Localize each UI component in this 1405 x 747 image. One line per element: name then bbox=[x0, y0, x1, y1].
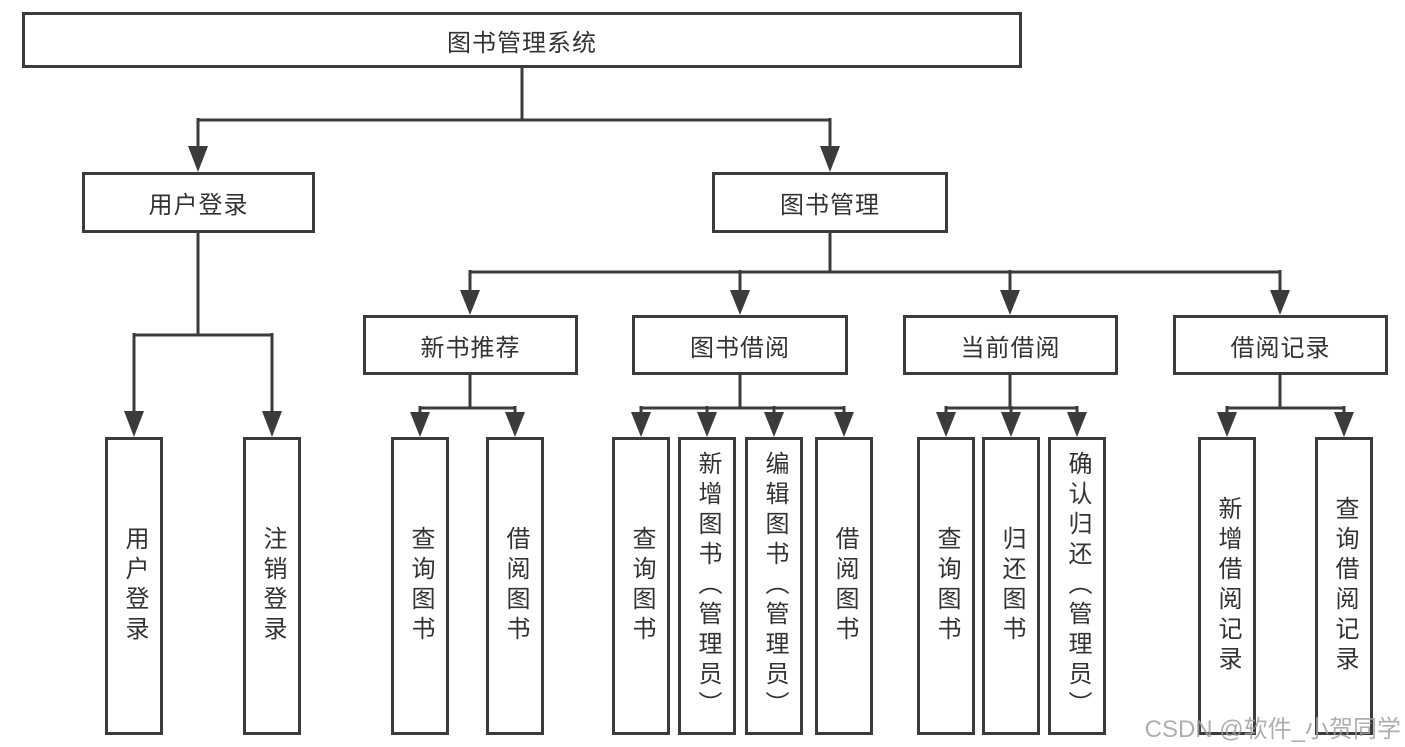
node-root-label: 图书管理系统 bbox=[447, 29, 597, 57]
leaf-query-books-3: 查询图书 bbox=[917, 437, 975, 735]
leaf-borrow-books-2-label: 借阅图书 bbox=[831, 526, 858, 646]
leaf-user-login: 用户登录 bbox=[105, 437, 163, 735]
node-book-mgmt: 图书管理 bbox=[712, 172, 948, 233]
leaf-edit-books-admin: 编辑图书（管理员） bbox=[745, 437, 803, 735]
node-current-borrow: 当前借阅 bbox=[903, 315, 1118, 375]
leaf-borrow-books-2: 借阅图书 bbox=[815, 437, 873, 735]
leaf-return-books-label: 归还图书 bbox=[998, 526, 1025, 646]
arrow-down-icon bbox=[1270, 290, 1290, 315]
leaf-query-books-1: 查询图书 bbox=[391, 437, 449, 735]
leaf-confirm-return-admin: 确认归还（管理员） bbox=[1048, 437, 1106, 735]
arrow-down-icon bbox=[410, 412, 430, 437]
arrow-down-icon bbox=[1334, 412, 1354, 437]
node-root: 图书管理系统 bbox=[22, 12, 1022, 68]
node-borrow-records-label: 借阅记录 bbox=[1230, 334, 1331, 362]
arrow-down-icon bbox=[262, 411, 282, 437]
node-new-book-recommend: 新书推荐 bbox=[363, 315, 578, 375]
arrow-down-icon bbox=[1067, 412, 1087, 437]
arrow-down-icon bbox=[834, 412, 854, 437]
leaf-logout-label: 注销登录 bbox=[259, 526, 286, 646]
node-new-book-recommend-label: 新书推荐 bbox=[420, 334, 521, 362]
leaf-query-books-1-label: 查询图书 bbox=[407, 526, 434, 646]
leaf-user-login-label: 用户登录 bbox=[121, 526, 148, 646]
arrow-down-icon bbox=[1001, 412, 1021, 437]
leaf-return-books: 归还图书 bbox=[982, 437, 1040, 735]
arrow-down-icon bbox=[820, 146, 840, 172]
leaf-borrow-books-1: 借阅图书 bbox=[486, 437, 544, 735]
node-book-borrow-label: 图书借阅 bbox=[690, 334, 790, 362]
arrow-down-icon bbox=[764, 412, 784, 437]
node-borrow-records: 借阅记录 bbox=[1173, 315, 1388, 375]
arrow-down-icon bbox=[936, 412, 956, 437]
leaf-query-books-2: 查询图书 bbox=[612, 437, 670, 735]
arrow-down-icon bbox=[730, 290, 750, 315]
leaf-add-books-admin-label: 新增图书（管理员） bbox=[694, 451, 721, 721]
arrow-down-icon bbox=[188, 146, 208, 172]
arrow-down-icon bbox=[1217, 412, 1237, 437]
arrow-down-icon bbox=[697, 412, 717, 437]
arrow-down-icon bbox=[124, 411, 144, 437]
node-current-borrow-label: 当前借阅 bbox=[960, 334, 1061, 362]
leaf-logout: 注销登录 bbox=[243, 437, 301, 735]
node-book-mgmt-label: 图书管理 bbox=[780, 192, 880, 219]
leaf-add-books-admin: 新增图书（管理员） bbox=[678, 437, 736, 735]
leaf-borrow-books-1-label: 借阅图书 bbox=[502, 526, 529, 646]
leaf-confirm-return-admin-label: 确认归还（管理员） bbox=[1064, 451, 1091, 721]
arrow-down-icon bbox=[1000, 290, 1020, 315]
leaf-query-books-2-label: 查询图书 bbox=[628, 526, 655, 646]
leaf-query-borrow-record-label: 查询借阅记录 bbox=[1331, 496, 1358, 676]
leaf-query-books-3-label: 查询图书 bbox=[933, 526, 960, 646]
csdn-watermark: CSDN @软件_小贺同学 bbox=[1144, 716, 1401, 743]
arrow-down-icon bbox=[505, 412, 525, 437]
leaf-edit-books-admin-label: 编辑图书（管理员） bbox=[761, 451, 788, 721]
node-book-borrow: 图书借阅 bbox=[632, 315, 848, 375]
node-user-login-label: 用户登录 bbox=[148, 192, 249, 219]
arrow-down-icon bbox=[460, 290, 480, 315]
leaf-add-borrow-record: 新增借阅记录 bbox=[1198, 437, 1256, 735]
leaf-add-borrow-record-label: 新增借阅记录 bbox=[1214, 496, 1241, 676]
arrow-down-icon bbox=[631, 412, 651, 437]
node-user-login: 用户登录 bbox=[82, 172, 315, 233]
leaf-query-borrow-record: 查询借阅记录 bbox=[1315, 437, 1373, 735]
